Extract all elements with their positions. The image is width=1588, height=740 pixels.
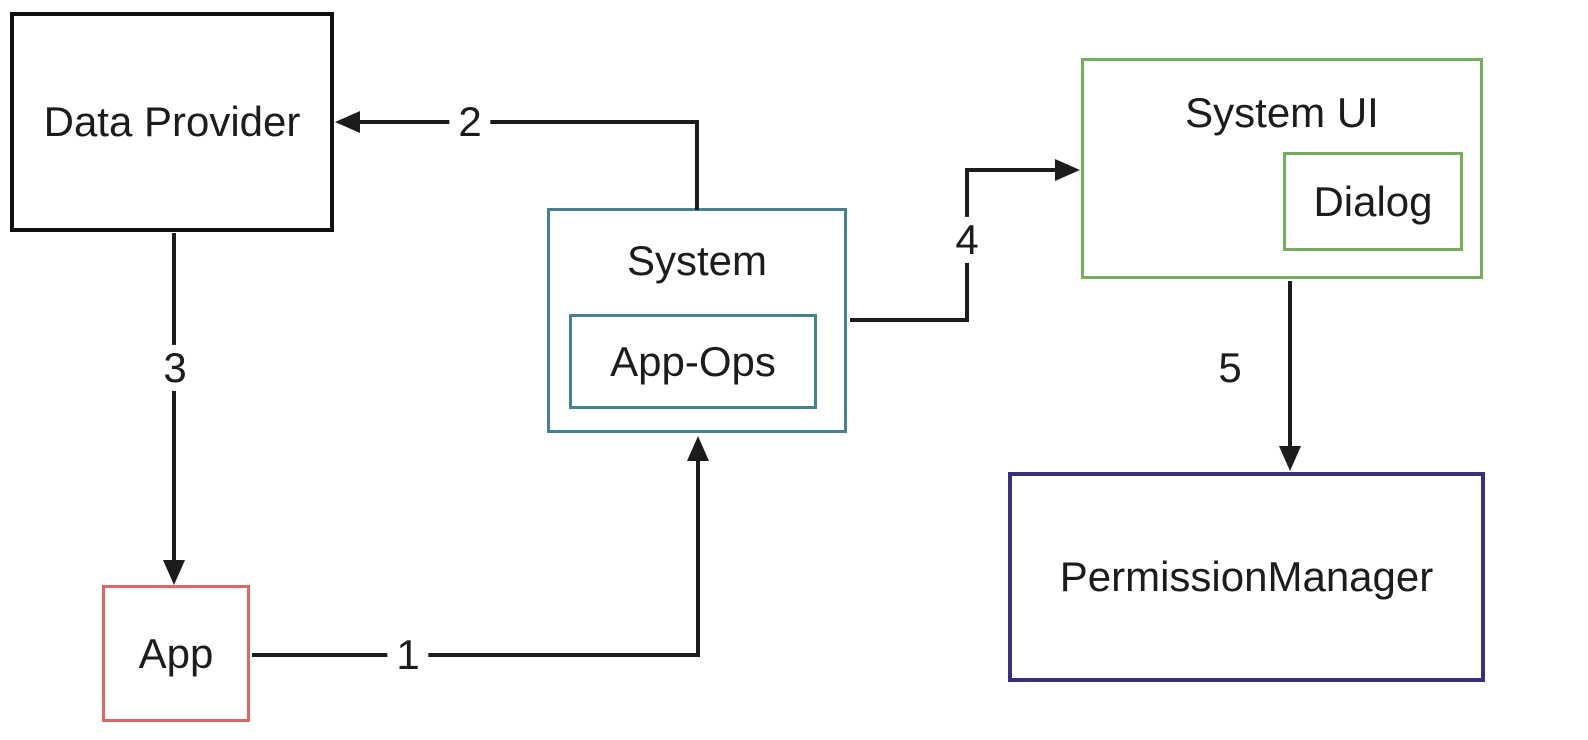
node-app-label: App: [138, 629, 214, 677]
node-dialog: Dialog: [1283, 152, 1463, 251]
edge4-label: 4: [946, 216, 988, 264]
node-data-provider: Data Provider: [10, 12, 334, 232]
edge2-arrowhead-left-icon: [335, 111, 360, 133]
node-app: App: [102, 585, 250, 722]
edge1-horizontal-segment: [252, 653, 700, 657]
node-dialog-label: Dialog: [1313, 177, 1433, 225]
edge4-horizontal-segment-upper: [965, 168, 1058, 172]
edge5-label: 5: [1209, 344, 1251, 392]
edge4-horizontal-segment-lower: [850, 318, 969, 322]
edge2-vertical-segment: [695, 122, 699, 210]
edge4-arrowhead-right-icon: [1055, 159, 1080, 181]
edge2-horizontal-segment: [352, 120, 699, 124]
edge3-label: 3: [154, 344, 196, 392]
edge3-vertical-segment: [172, 233, 176, 565]
node-system-label: System: [626, 237, 768, 284]
edge1-arrowhead-up-icon: [687, 436, 709, 461]
node-data-provider-label: Data Provider: [43, 98, 301, 145]
node-system-ui-label: System UI: [1185, 89, 1379, 136]
node-permission-manager-label: PermissionManager: [1059, 553, 1434, 600]
edge5-vertical-segment: [1288, 281, 1292, 449]
node-app-ops: App-Ops: [569, 314, 817, 409]
edge1-label: 1: [387, 631, 429, 679]
node-app-ops-label: App-Ops: [610, 337, 776, 385]
edge5-arrowhead-down-icon: [1279, 446, 1301, 471]
node-permission-manager: PermissionManager: [1008, 472, 1485, 682]
edge1-vertical-segment: [696, 450, 700, 657]
edge3-arrowhead-down-icon: [163, 560, 185, 585]
edge2-label: 2: [449, 98, 491, 146]
